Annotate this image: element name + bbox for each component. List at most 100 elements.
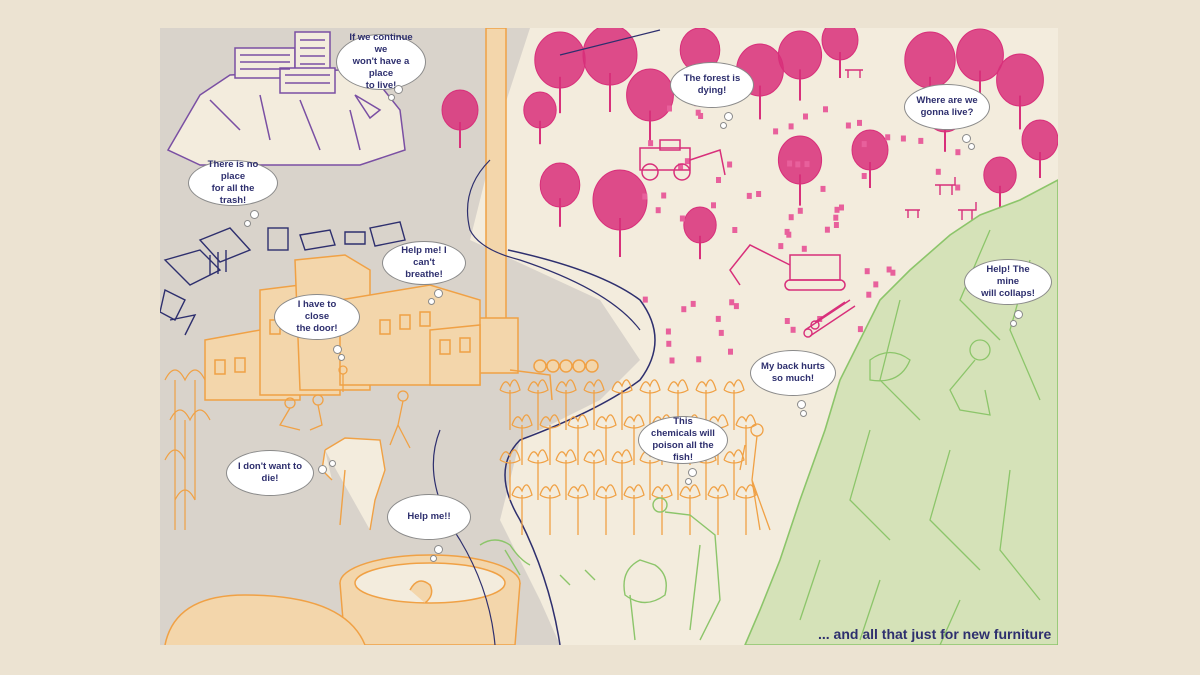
tree-stump [666, 340, 672, 347]
tree-stump [820, 185, 826, 192]
speech-bubble-dont-want-to-die: I don't want to die! [226, 450, 314, 496]
trash-pile-icon [160, 221, 406, 336]
orchard-tree [567, 414, 589, 465]
orchard-tree [583, 379, 605, 430]
bubble-tail-dot [318, 465, 327, 474]
tree-stump [727, 161, 733, 168]
orchard-tree [527, 449, 549, 500]
bubble-tail-dot [1014, 310, 1023, 319]
pine-tree [523, 91, 557, 145]
bubble-tail-dot [244, 220, 251, 227]
bubble-tail-dot [968, 143, 975, 150]
tree-stump [756, 191, 762, 197]
tree-stump [890, 269, 896, 276]
pine-tree [582, 28, 638, 112]
tree-stump [864, 268, 870, 275]
worker-pouring-icon [479, 497, 721, 641]
cow-icon [321, 437, 386, 531]
pine-tree [996, 53, 1044, 130]
speech-bubble-mine-collapse: Help! The mine will collaps! [964, 259, 1052, 305]
tree-stump [732, 227, 738, 233]
tree-stump [784, 318, 790, 324]
bubble-tail-dot [1010, 320, 1017, 327]
tree-stump [695, 109, 701, 116]
tree-stump [711, 202, 716, 209]
tree-stump [784, 228, 790, 235]
orchard-tree [611, 449, 633, 500]
bubble-tail-dot [333, 345, 342, 354]
tree-stump [669, 357, 675, 364]
tree-stump [728, 348, 733, 355]
tree-stump [823, 106, 828, 113]
orchard-tree [511, 414, 533, 465]
bubble-tail-dot [434, 289, 443, 298]
tree-stump [833, 214, 839, 221]
orchard-tree [595, 484, 617, 535]
pine-tree [777, 135, 823, 206]
tree-stump [797, 207, 803, 214]
speech-bubble-poison-fish: This chemicals will poison all the fish! [638, 416, 728, 464]
bubble-tail-dot [434, 545, 443, 554]
pine-tree [777, 30, 823, 101]
tree-stump [733, 303, 739, 310]
tree-stump [861, 173, 867, 179]
tree-stump [665, 328, 671, 335]
bubble-tail-dot [688, 468, 697, 477]
tree-stump [684, 158, 690, 165]
tree-stump [839, 204, 844, 211]
speech-bubble-forest-dying: The forest is dying! [670, 62, 754, 108]
tree-stump [690, 300, 696, 307]
speech-bubble-close-door: I have to close the door! [274, 294, 360, 340]
tree-stump [885, 134, 891, 141]
pine-tree [1021, 119, 1058, 178]
tree-stump [857, 119, 862, 126]
speech-bubble-back-hurts: My back hurts so much! [750, 350, 836, 396]
forest-icon [441, 28, 1058, 364]
tree-stump [886, 266, 892, 273]
orchard-tree [623, 484, 645, 535]
tree-stump [935, 168, 941, 175]
tree-stump [696, 356, 702, 363]
bubble-tail-dot [430, 555, 437, 562]
orchard-tree [499, 379, 521, 430]
tree-stump [857, 326, 863, 333]
deer-icon [845, 69, 977, 220]
speech-bubble-no-place-to-live: If we continue we won't have a place to … [336, 32, 426, 91]
tree-stump [715, 315, 721, 322]
tree-stump [900, 135, 906, 142]
bubble-tail-dot [962, 134, 971, 143]
bubble-tail-dot [724, 112, 733, 121]
workers-icon [278, 365, 411, 449]
speech-bubble-cant-breathe: Help me! I can't breathe! [382, 241, 466, 285]
tree-stump [718, 329, 724, 336]
standing-worker-icon [739, 423, 771, 531]
orchard-tree [723, 379, 745, 430]
tree-stump [655, 207, 661, 214]
tree-stump [746, 192, 752, 199]
speech-bubble-where-live: Where are we gonna live? [904, 84, 990, 130]
bubble-tail-dot [338, 354, 345, 361]
tree-stump [845, 122, 851, 129]
tree-stump [861, 141, 867, 148]
dying-crops-icon [164, 369, 211, 530]
tree-stump [790, 326, 796, 333]
tree-stump [787, 160, 793, 167]
orchard-tree [567, 484, 589, 535]
pine-tree [821, 28, 859, 78]
tree-stump [918, 137, 924, 144]
bubble-tail-dot [428, 298, 435, 305]
orchard-tree [539, 414, 561, 465]
bubble-tail-dot [685, 478, 692, 485]
orchard-tree [595, 414, 617, 465]
tree-stump [667, 105, 672, 112]
tree-stump [866, 291, 872, 298]
hilltop-city-icon [166, 31, 406, 166]
bubble-tail-dot [250, 210, 259, 219]
tree-stump [648, 140, 654, 147]
bulldozer-icon [639, 139, 726, 181]
pine-tree [983, 156, 1017, 210]
tree-stump [955, 184, 961, 191]
tree-stump [773, 128, 779, 135]
